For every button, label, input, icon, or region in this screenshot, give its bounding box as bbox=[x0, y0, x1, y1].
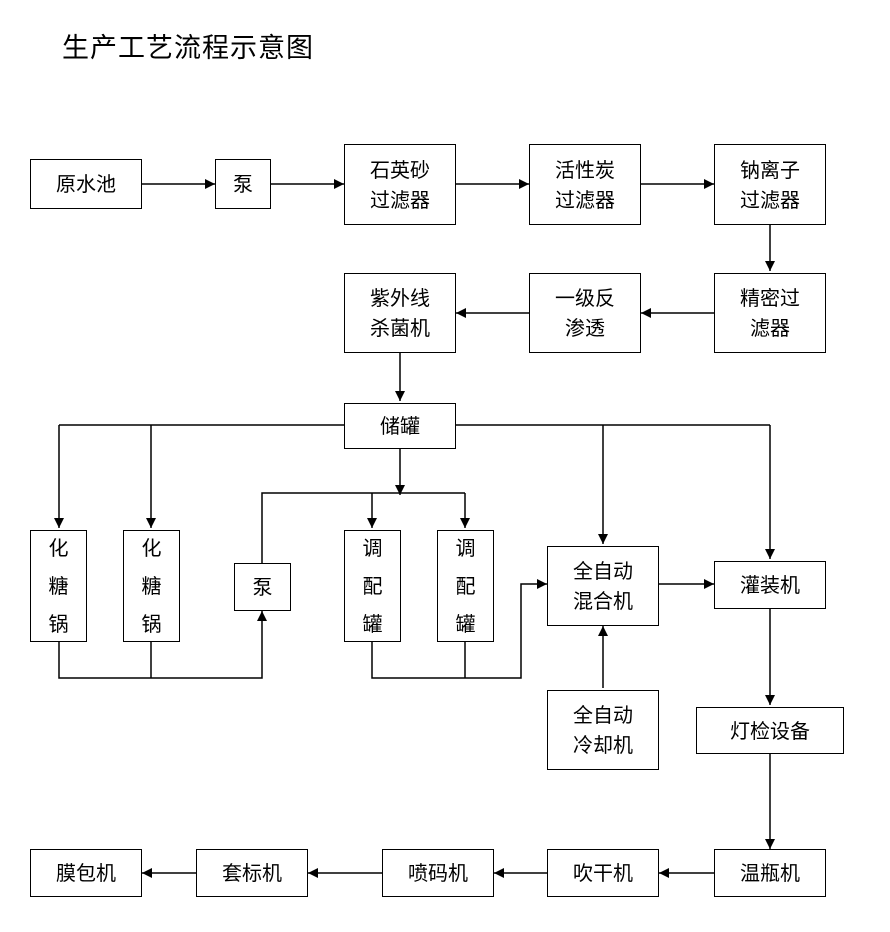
line-huatangguo-bottom bbox=[58, 642, 151, 679]
node-mobaoji: 膜包机 bbox=[30, 849, 142, 897]
line-tiaopeiguan-bottom bbox=[371, 642, 465, 679]
node-huatangguo-2: 化 糖 锅 bbox=[123, 530, 180, 642]
node-beng-1: 泵 bbox=[215, 159, 271, 209]
node-tiaopeiguan-2: 调 配 罐 bbox=[437, 530, 494, 642]
node-tiaopeiguan-1: 调 配 罐 bbox=[344, 530, 401, 642]
node-taobiaoji: 套标机 bbox=[196, 849, 308, 897]
node-huatangguo-1: 化 糖 锅 bbox=[30, 530, 87, 642]
node-beng-2: 泵 bbox=[234, 563, 291, 611]
arrow-to-beng2 bbox=[151, 611, 267, 679]
node-huoxingtan: 活性炭 过滤器 bbox=[529, 144, 641, 225]
node-jingmi: 精密过 滤器 bbox=[714, 273, 826, 353]
node-hunheji: 全自动 混合机 bbox=[547, 546, 659, 626]
node-yuanshuichi: 原水池 bbox=[30, 159, 142, 209]
arrow-to-hunheji-left bbox=[465, 579, 547, 679]
node-nalizi: 钠离子 过滤器 bbox=[714, 144, 826, 225]
node-ziwaixian: 紫外线 杀菌机 bbox=[344, 273, 456, 353]
page-title: 生产工艺流程示意图 bbox=[62, 33, 314, 64]
node-dengjian: 灯检设备 bbox=[696, 707, 844, 754]
line-center-bus bbox=[261, 492, 465, 563]
node-shiyingsha: 石英砂 过滤器 bbox=[344, 144, 456, 225]
node-lengqueji: 全自动 冷却机 bbox=[547, 690, 659, 770]
node-penmaji: 喷码机 bbox=[382, 849, 494, 897]
node-guanzhuangji: 灌装机 bbox=[714, 561, 826, 609]
node-yijifan: 一级反 渗透 bbox=[529, 273, 641, 353]
node-chuguan: 储罐 bbox=[344, 403, 456, 449]
node-chuiganji: 吹干机 bbox=[547, 849, 659, 897]
node-wenpingji: 温瓶机 bbox=[714, 849, 826, 897]
